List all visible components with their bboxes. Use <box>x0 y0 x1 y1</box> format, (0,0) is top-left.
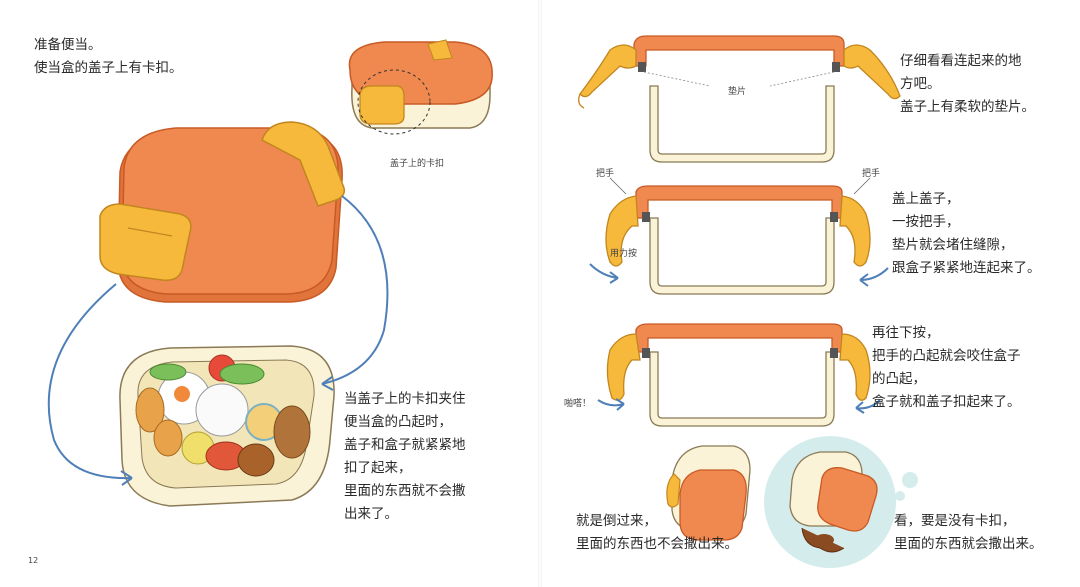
explain-text: 当盖子上的卡扣夹住 便当盒的凸起时， 盖子和盒子就紧紧地 扣了起来， 里面的东西… <box>344 388 466 526</box>
explain-line-4: 扣了起来， <box>344 460 412 476</box>
intro-text: 准备便当。 使当盒的盖子上有卡扣。 <box>34 34 183 80</box>
step1-text: 仔细看看连起来的地 方吧。 盖子上有柔软的垫片。 <box>900 50 1035 119</box>
step1-line-2: 方吧。 <box>900 76 941 92</box>
upside-down-line-1: 就是倒过来， <box>576 513 657 529</box>
spill-thought-bubble <box>764 436 918 568</box>
step3-line-4: 盒子就和盖子扣起来了。 <box>872 394 1021 410</box>
pad-label: 垫片 <box>728 87 747 97</box>
left-illustration <box>47 39 493 507</box>
handle-label-right: 把手 <box>862 169 881 179</box>
diagram-clamped <box>597 323 881 427</box>
step2-line-2: 一按把手， <box>892 214 960 230</box>
upside-down-box-illustration <box>666 445 751 541</box>
click-label: 啪嗒！ <box>564 399 592 409</box>
step2-line-4: 跟盒子紧紧地连起来了。 <box>892 260 1041 276</box>
step2-line-3: 垫片就会堵住缝隙， <box>892 237 1014 253</box>
right-illustration <box>578 35 918 568</box>
intro-line-1: 准备便当。 <box>34 37 102 53</box>
no-clip-text: 看，要是没有卡扣， 里面的东西就会撒出来。 <box>894 510 1043 556</box>
step2-text: 盖上盖子， 一按把手， 垫片就会堵住缝隙， 跟盒子紧紧地连起来了。 <box>892 188 1041 280</box>
explain-line-5: 里面的东西就不会撒 <box>344 483 466 499</box>
step3-text: 再往下按， 把手的凸起就会咬住盒子 的凸起， 盒子就和盖子扣起来了。 <box>872 322 1021 414</box>
page-number: 12 <box>28 556 39 565</box>
no-clip-line-2: 里面的东西就会撒出来。 <box>894 536 1043 552</box>
step3-line-2: 把手的凸起就会咬住盒子 <box>872 348 1021 364</box>
left-page: 准备便当。 使当盒的盖子上有卡扣。 <box>28 34 493 565</box>
lid-illustration <box>99 121 346 303</box>
diagram-pressing-handles <box>589 177 889 295</box>
step3-line-3: 的凸起， <box>872 371 926 387</box>
handle-label-left: 把手 <box>596 169 615 179</box>
diagram-lid-separated <box>578 35 901 163</box>
step3-line-1: 再往下按， <box>872 325 940 341</box>
press-label: 用力按 <box>610 249 638 259</box>
explain-line-1: 当盖子上的卡扣夹住 <box>344 391 466 407</box>
book-gutter <box>538 0 542 587</box>
upside-down-text: 就是倒过来， 里面的东西也不会撒出来。 <box>576 510 738 556</box>
lid-clip-label: 盖子上的卡扣 <box>390 159 445 169</box>
step2-line-1: 盖上盖子， <box>892 191 960 207</box>
step1-line-1: 仔细看看连起来的地 <box>900 53 1022 69</box>
explain-line-2: 便当盒的凸起时， <box>344 414 452 430</box>
step1-line-3: 盖子上有柔软的垫片。 <box>900 99 1035 115</box>
no-clip-line-1: 看，要是没有卡扣， <box>894 513 1016 529</box>
explain-line-6: 出来了。 <box>344 506 398 522</box>
explain-line-3: 盖子和盒子就紧紧地 <box>344 437 466 453</box>
upside-down-line-2: 里面的东西也不会撒出来。 <box>576 536 738 552</box>
intro-line-2: 使当盒的盖子上有卡扣。 <box>34 60 183 76</box>
small-lunchbox-illustration <box>348 39 493 135</box>
right-page: 仔细看看连起来的地 方吧。 盖子上有柔软的垫片。 垫片 把手 把手 用力按 盖上… <box>540 0 1080 587</box>
lunchbox-with-food-illustration <box>119 345 335 507</box>
clip-to-box-arrows <box>47 195 389 486</box>
